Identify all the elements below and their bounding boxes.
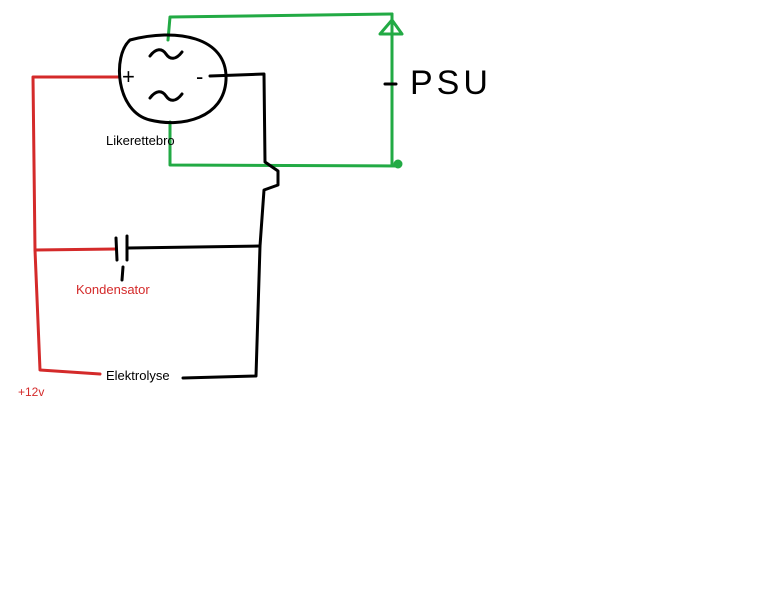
red-wires xyxy=(31,75,120,376)
psu-bottom-wire xyxy=(168,120,400,168)
bridge-minus-symbol: - xyxy=(196,64,203,89)
bridge-label: Likerettebro xyxy=(106,133,175,148)
bridge-plus-symbol: + xyxy=(122,64,135,89)
bridge-body xyxy=(117,33,228,125)
capacitor-plate-left xyxy=(114,236,119,262)
psu-terminal-dot xyxy=(393,159,403,169)
ac-wave-bottom-icon xyxy=(148,90,184,102)
electrolysis-label: Elektrolyse xyxy=(106,368,170,383)
capacitor-tick xyxy=(120,265,125,282)
capacitor-label: Kondensator xyxy=(76,282,150,297)
bridge-rectifier: + - xyxy=(117,33,228,125)
psu-arrow-icon xyxy=(378,18,404,36)
psu-label: PSU xyxy=(410,64,492,102)
capacitor-red-lead xyxy=(33,247,118,252)
psu-top-wire xyxy=(166,12,394,42)
voltage-label: +12v xyxy=(18,385,44,399)
capacitor-black-lead xyxy=(126,244,262,250)
black-wires xyxy=(114,72,398,380)
ac-wave-top-icon xyxy=(148,48,184,60)
green-wires xyxy=(166,12,404,169)
minus-rail-wire xyxy=(181,72,280,380)
